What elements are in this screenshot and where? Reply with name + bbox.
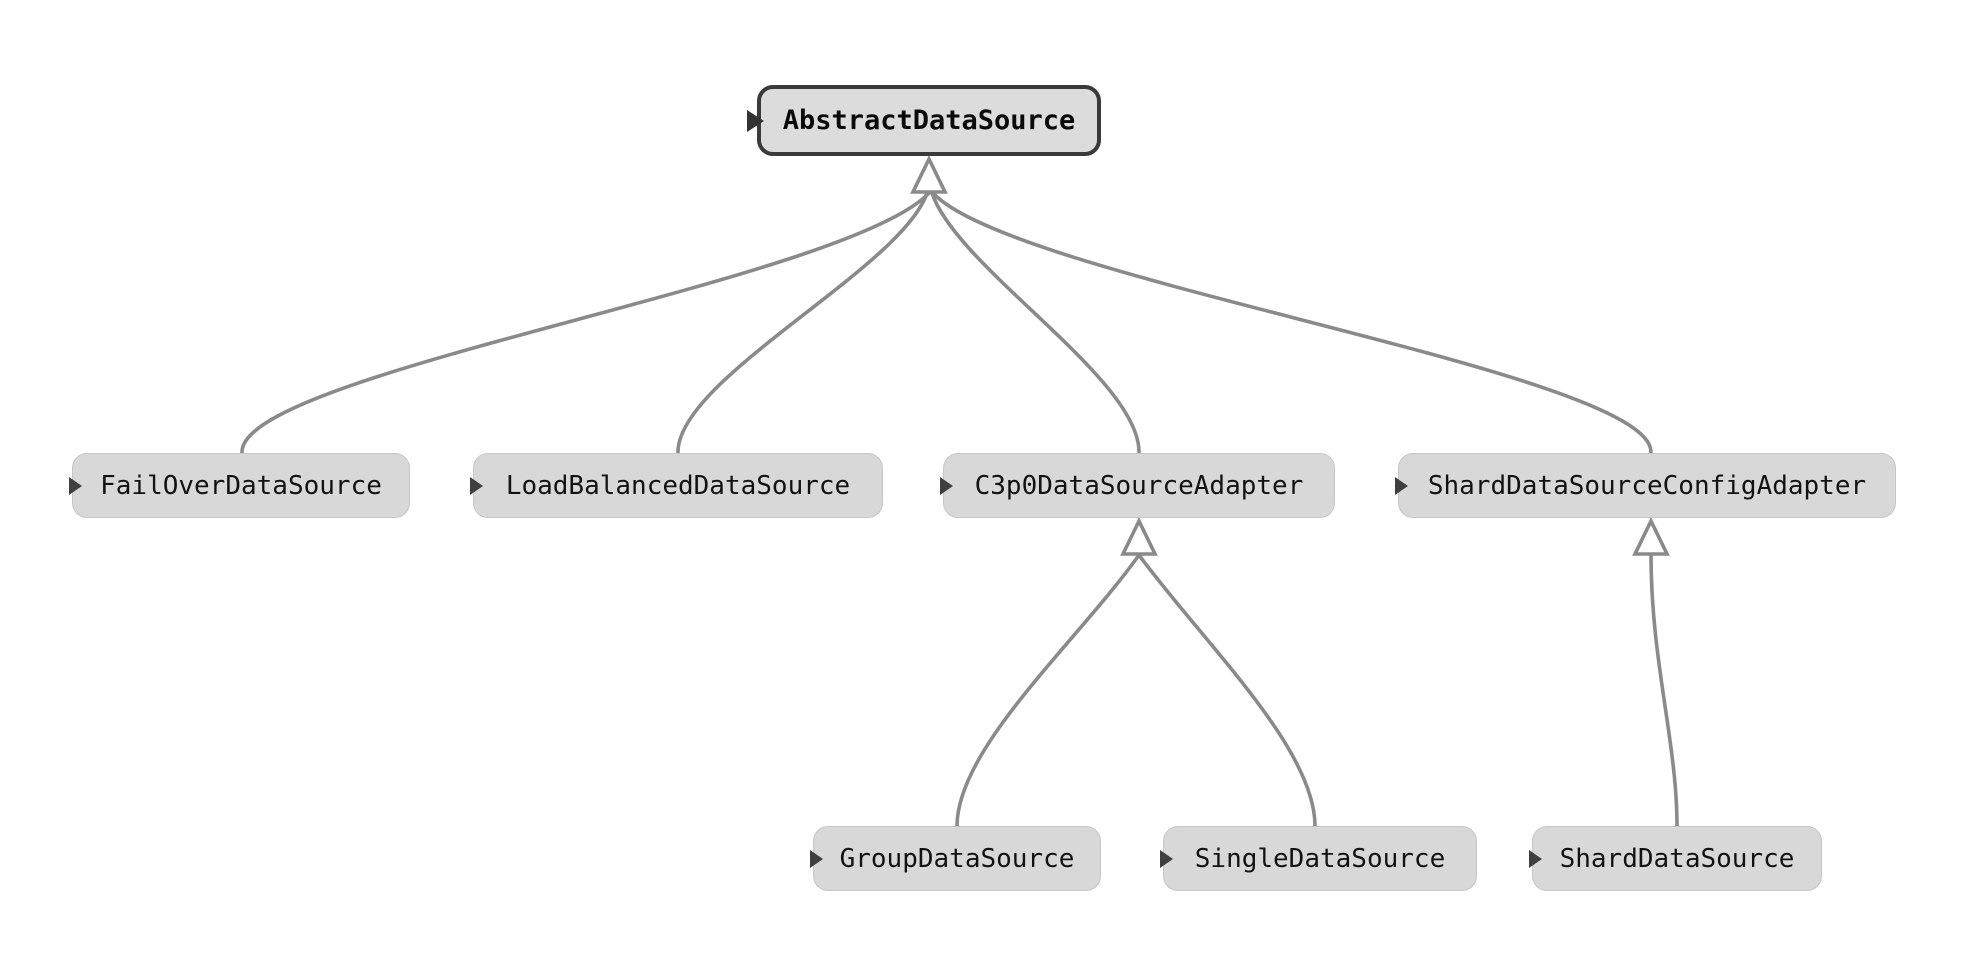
bullet-arrow-icon bbox=[940, 476, 953, 495]
node-label: SingleDataSource bbox=[1194, 843, 1446, 874]
node-group-data-source[interactable]: GroupDataSource bbox=[810, 826, 1101, 891]
node-label: ShardDataSource bbox=[1559, 843, 1795, 874]
bullet-arrow-icon bbox=[1160, 849, 1173, 868]
inheritance-arrow-icon bbox=[1120, 516, 1158, 556]
bullet-arrow-icon bbox=[470, 476, 483, 495]
bullet-arrow-icon bbox=[69, 476, 82, 495]
edge-abstractdatasource-failoverdatasource bbox=[240, 191, 931, 454]
node-label: ShardDataSourceConfigAdapter bbox=[1427, 470, 1867, 501]
node-single-data-source[interactable]: SingleDataSource bbox=[1160, 826, 1477, 891]
node-abstract-data-source[interactable]: AbstractDataSource bbox=[747, 85, 1101, 156]
edge-abstractdatasource-c3p0datasourceadapter bbox=[930, 191, 1141, 454]
edge-abstractdatasource-loadbalanceddatasource bbox=[676, 191, 929, 454]
node-c3p0-data-source-adapter[interactable]: C3p0DataSourceAdapter bbox=[940, 453, 1335, 518]
node-label: FailOverDataSource bbox=[100, 470, 382, 501]
inheritance-arrow-icon bbox=[1632, 516, 1670, 556]
edge-c3p0datasourceadapter-singledatasource bbox=[1137, 553, 1317, 828]
node-shard-data-source[interactable]: ShardDataSource bbox=[1529, 826, 1822, 891]
edge-sharddatasourceconfigadapter-sharddatasource bbox=[1649, 553, 1679, 828]
edge-c3p0datasourceadapter-groupdatasource bbox=[955, 553, 1141, 828]
bullet-arrow-icon bbox=[1395, 476, 1408, 495]
edge-abstractdatasource-sharddatasourceconfigadapter bbox=[931, 191, 1653, 454]
node-load-balanced-data-source[interactable]: LoadBalancedDataSource bbox=[470, 453, 883, 518]
node-fail-over-data-source[interactable]: FailOverDataSource bbox=[69, 453, 410, 518]
node-shard-data-source-config-adapter[interactable]: ShardDataSourceConfigAdapter bbox=[1395, 453, 1896, 518]
node-label: AbstractDataSource bbox=[782, 105, 1076, 136]
node-label: LoadBalancedDataSource bbox=[505, 470, 851, 501]
node-label: GroupDataSource bbox=[839, 843, 1075, 874]
node-label: C3p0DataSourceAdapter bbox=[974, 470, 1304, 501]
bullet-arrow-icon bbox=[1529, 849, 1542, 868]
bullet-arrow-icon bbox=[747, 109, 764, 132]
bullet-arrow-icon bbox=[810, 849, 823, 868]
inheritance-arrow-icon bbox=[910, 154, 948, 194]
